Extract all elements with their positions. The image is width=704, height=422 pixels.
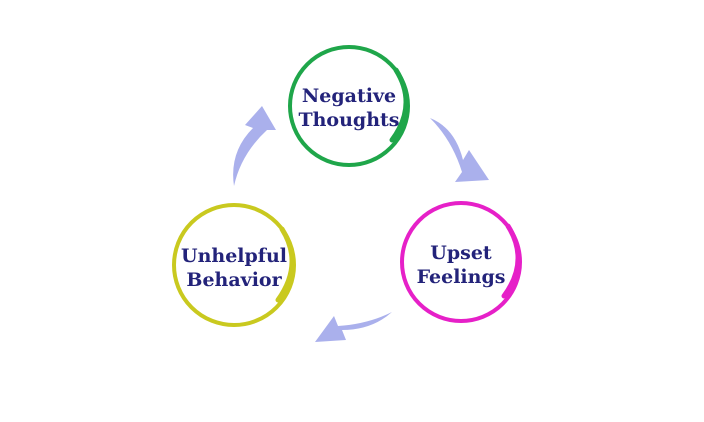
node-negative-thoughts: Negative Thoughts xyxy=(288,45,410,167)
arrow-behavior-to-thoughts-shape xyxy=(233,106,276,186)
arrow-thoughts-to-feelings-shape xyxy=(430,118,489,182)
negative-thoughts-label-line2: Thoughts xyxy=(298,109,399,131)
arrow-behavior-to-thoughts xyxy=(233,106,276,186)
unhelpful-behavior-label-line1: Unhelpful xyxy=(181,245,287,267)
unhelpful-behavior-label-line2: Behavior xyxy=(186,269,282,291)
unhelpful-behavior-swoosh xyxy=(275,226,295,303)
arrow-feelings-to-behavior-shape xyxy=(315,312,392,342)
upset-feelings-label-line2: Feelings xyxy=(417,266,506,288)
node-upset-feelings: Upset Feelings xyxy=(400,201,522,323)
arrow-feelings-to-behavior xyxy=(315,312,392,342)
upset-feelings-label-line1: Upset xyxy=(430,242,492,264)
negative-thoughts-label-line1: Negative xyxy=(302,85,396,107)
node-unhelpful-behavior: Unhelpful Behavior xyxy=(172,203,296,327)
negative-thoughts-swoosh xyxy=(389,67,409,143)
arrow-thoughts-to-feelings xyxy=(430,118,489,182)
upset-feelings-swoosh xyxy=(501,223,521,299)
